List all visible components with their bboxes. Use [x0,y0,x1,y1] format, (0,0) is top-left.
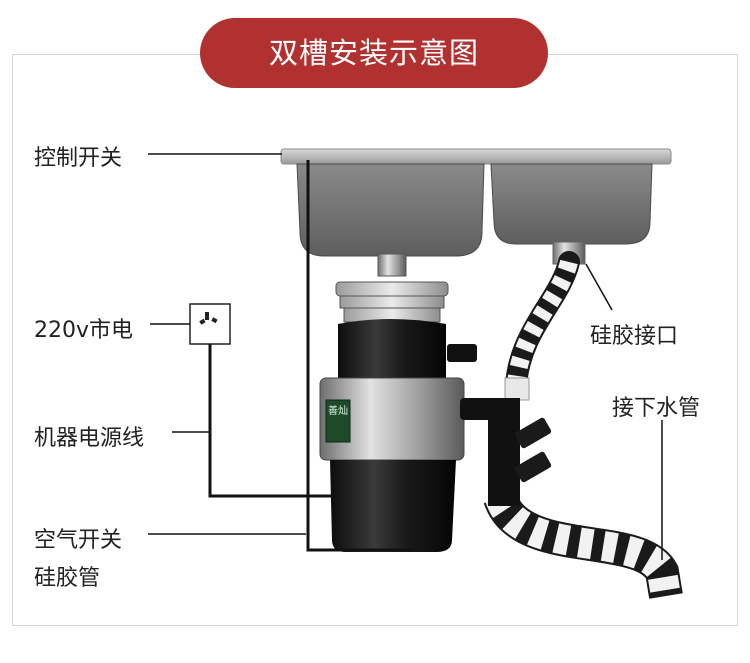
garbage-disposer [319,253,477,552]
label-drain-pipe: 接下水管 [612,396,701,421]
outlet-tee-pipe [460,398,552,506]
silicone-joint-hose [504,241,586,401]
brand-badge-text: 善灿 [328,406,348,417]
wiring [208,160,412,552]
label-air-switch: 空气开关 [34,528,123,553]
label-mains-220v: 220v市电 [34,318,134,343]
leader-lines [148,153,663,560]
label-silicone-joint: 硅胶接口 [590,324,679,349]
drain-pipe-hose [483,491,683,599]
label-control-switch: 控制开关 [34,146,123,171]
wall-socket [189,303,231,345]
label-silicone-tube: 硅胶管 [34,566,101,591]
label-power-cord: 机器电源线 [34,426,145,451]
double-sink [280,148,672,257]
page-title: 双槽安装示意图 [200,18,548,88]
